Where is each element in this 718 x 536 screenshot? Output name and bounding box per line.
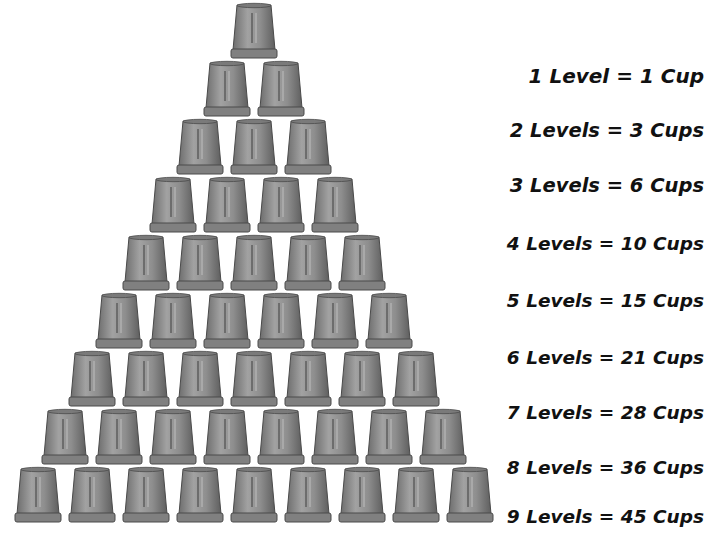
level-label: 8 Levels = 36 Cups (507, 456, 704, 480)
level-label: 6 Levels = 21 Cups (507, 346, 704, 370)
level-label: 2 Levels = 3 Cups (510, 119, 704, 143)
level-label: 9 Levels = 45 Cups (507, 505, 704, 529)
level-label: 5 Levels = 15 Cups (507, 289, 704, 313)
level-label: 7 Levels = 28 Cups (507, 401, 704, 425)
level-label: 3 Levels = 6 Cups (510, 174, 704, 198)
level-label: 1 Level = 1 Cup (529, 64, 704, 88)
level-label: 4 Levels = 10 Cups (507, 232, 704, 256)
